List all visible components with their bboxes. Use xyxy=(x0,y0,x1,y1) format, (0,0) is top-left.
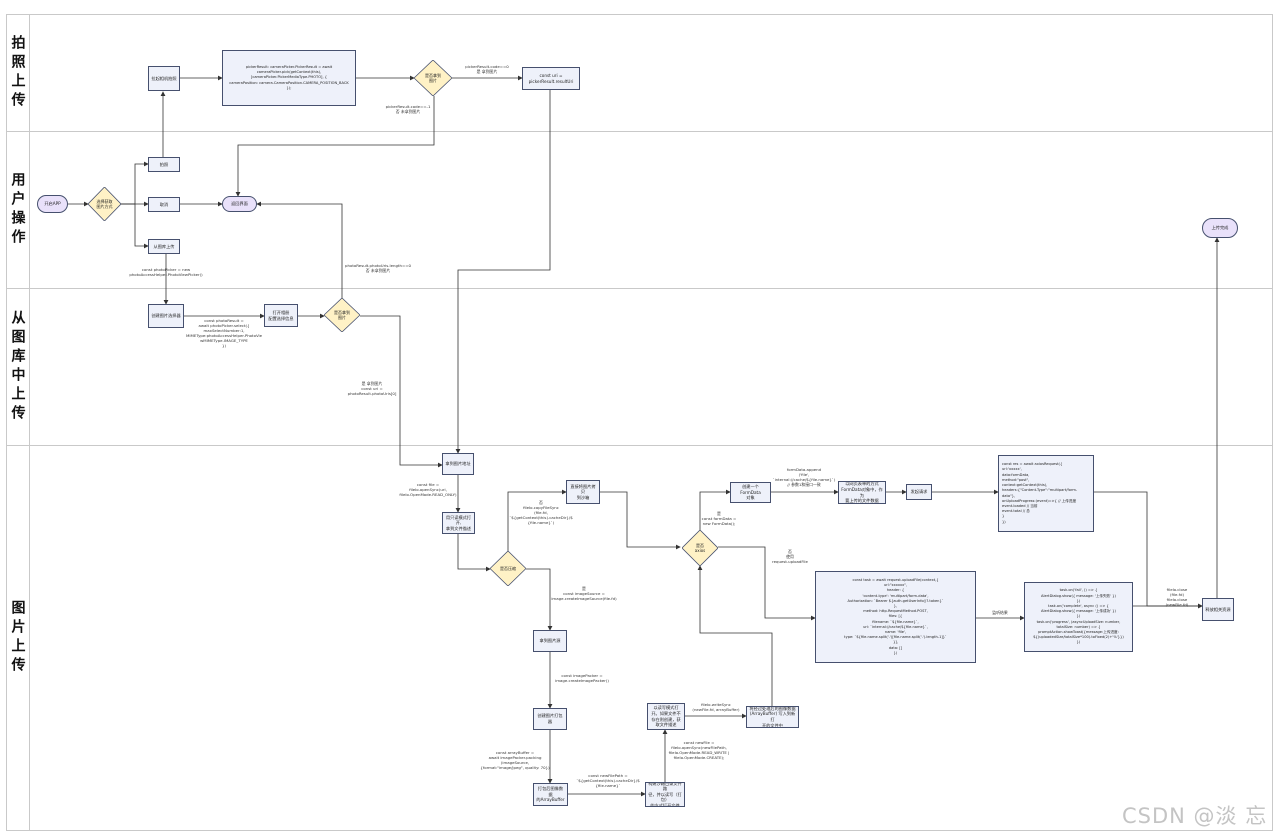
use-axios-decision: 是否 axios xyxy=(682,530,718,566)
edge-q-copy xyxy=(507,489,567,551)
camera-uri-node: const uri = pickerResult.resultUri xyxy=(522,67,580,90)
label-axios-no: 否 使用 request.uploadFile xyxy=(772,549,808,564)
label-gallery-yes: 是 拿到图片 const uri = photoResult.photoUris… xyxy=(347,381,397,396)
edge-readonly-to-q xyxy=(457,534,491,572)
label-new-path: const newFilePath = `${getContext(this).… xyxy=(576,773,640,788)
gallery-got-decision: 是否拿到 图片 xyxy=(324,298,360,332)
return-page-node: 返回界面 xyxy=(222,196,257,212)
label-camera-yes: pickerResult.code==0 是 拿到图片 xyxy=(465,64,509,74)
lane-title-gallery-upload: 从图库中上传 xyxy=(6,288,30,446)
label-new-file: const newFile = fileIo.openSync(newFileP… xyxy=(668,740,730,760)
watermark: CSDN @淡 忘 xyxy=(1122,804,1268,828)
task-events-code: task.on('fail', () => { AlertDialog.show… xyxy=(1024,582,1133,652)
cancel-node: 取消 xyxy=(148,197,180,212)
edge-axiosq-yes xyxy=(699,489,731,530)
pick-gallery-node: 从图库上传 xyxy=(148,239,180,254)
upload-done-node: 上传完成 xyxy=(1202,218,1238,238)
edge-gq-no xyxy=(256,201,343,298)
label-photo-select: const photoResult = await photoPicker.se… xyxy=(186,318,262,348)
camera-picker-code: pickerResult: cameraPicker.PickerResult … xyxy=(222,50,356,106)
upload-task-code: const task = await request.uploadFile(co… xyxy=(815,571,976,663)
label-gallery-no: photoResult.photoUris.length==0 否 未拿到图片 xyxy=(345,263,411,273)
write-buffer-node: 将经过处理后的图像数据 (ArrayBuffer) 写入到新打 开的文件中 xyxy=(746,706,799,728)
label-compress-yes: 是 const imageSource = image.createImageS… xyxy=(551,586,617,601)
build-path-node: 构建沙箱目录文件路 径，并以读写（打包） 的方式打开文件 xyxy=(645,782,685,807)
edge-choose-to-gallery xyxy=(121,203,149,249)
compress-decision: 是否压缩 xyxy=(490,551,526,586)
lane-title-image-upload: 图片上传 xyxy=(6,445,30,831)
launch-camera-node: 拉起相机拍照 xyxy=(148,66,180,91)
lane-title-photo-upload: 拍照上传 xyxy=(6,14,30,132)
take-photo-node: 拍照 xyxy=(148,157,180,172)
send-request-node: 发起请求 xyxy=(906,484,932,500)
choose-method-decision: 选择获取 图片方式 xyxy=(88,187,121,221)
label-create-packer: const imagePacker = image.createImagePac… xyxy=(555,673,609,683)
axios-request-code: const res = await axiosRequest({ url:'xx… xyxy=(998,455,1094,532)
edge-choose-to-photo xyxy=(121,161,149,205)
label-write-sync: fileIo.writeSync (newFile.fd, arrayBuffe… xyxy=(692,702,740,712)
label-camera-no: pickerResult.code==-1 否 未拿到图片 xyxy=(385,104,431,114)
image-source-node: 拿到图片源 xyxy=(533,630,567,652)
label-open-sync: const file = fileIo.openSync(uri, fileIo… xyxy=(399,482,457,497)
pack-buffer-node: 打包后图像数据 的ArrayBuffer xyxy=(533,783,568,806)
label-formdata-append: formData.append ('file', `internal://cac… xyxy=(772,467,836,487)
label-photo-picker-new: const photoPicker = new photoAccessHelpe… xyxy=(129,267,203,277)
open-readonly-node: 用只读模式打开, 拿到文件描述 xyxy=(442,512,475,534)
edge-copy-to-axiosq xyxy=(600,491,681,550)
lane-image-upload xyxy=(6,445,1273,831)
edge-axiosq-no xyxy=(718,546,816,621)
photo-taken-decision: 是否拿到 图片 xyxy=(414,60,452,96)
clean-resources-node: 释放相关资源 xyxy=(1202,598,1234,621)
edge-camera-uri-down xyxy=(455,90,551,454)
edge-gq-yes xyxy=(360,315,443,468)
create-packer-node: 创建图片打包器 xyxy=(533,708,567,730)
lane-title-user-operation: 用户操作 xyxy=(6,131,30,289)
label-packing: const arrayBuffer = await imagePacker.pa… xyxy=(480,750,550,770)
edge-buf-to-axiosq xyxy=(697,565,773,706)
open-gallery-node: 打开相册 配置选择信息 xyxy=(264,304,298,327)
set-formdata-node: 以网页表单的方式 FormData对象中，作为 要上传的文件数据 xyxy=(838,481,886,504)
create-picker-node: 创建图片选择器 xyxy=(148,304,184,328)
edge-q-compress xyxy=(526,568,553,631)
label-listen-events: 监听结果 xyxy=(992,610,1008,615)
copy-sandbox-node: 直接将图片拷贝 到沙箱 xyxy=(566,480,600,504)
write-mode-node: 以读写模式打 开。如果文件不 存在则创建，获 取文件描述 xyxy=(647,703,685,730)
label-axios-yes: 是 const formData = new FormData(); xyxy=(701,511,737,526)
edge-q-no xyxy=(235,96,435,197)
start-app-node: 开启APP xyxy=(37,195,68,213)
create-formdata-node: 创建一个FormData 对象 xyxy=(730,482,771,503)
label-close-files: fileIo.close (file.fd) fileIo.close (new… xyxy=(1165,587,1189,607)
label-copy-no: 否 fileIo.copyFileSync (file.fd, `${getCo… xyxy=(509,500,573,525)
image-uri-node: 拿到图片地址 xyxy=(442,453,474,475)
